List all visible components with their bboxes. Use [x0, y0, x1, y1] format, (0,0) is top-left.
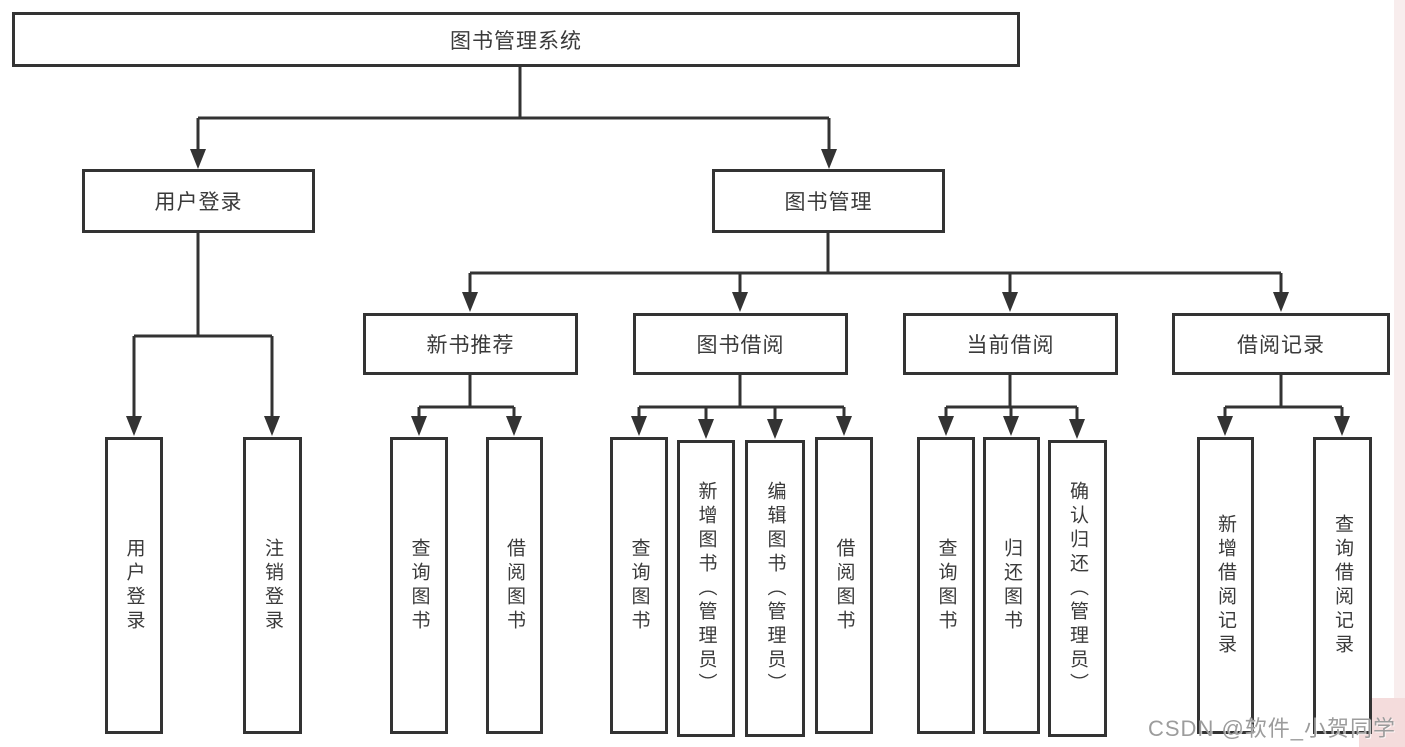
node-label: 借阅记录: [1237, 334, 1325, 357]
node-label: 新增借阅记录: [1215, 513, 1236, 658]
node-label: 用户登录: [154, 191, 243, 214]
leaf-logout: 注销登录: [243, 437, 302, 734]
node-label: 新增图书（管理员）: [695, 480, 717, 697]
node-label: 用户登录: [123, 537, 145, 634]
node-label: 查询图书: [408, 537, 430, 634]
leaf-query-books-borrow: 查询图书: [610, 437, 668, 734]
node-label: 借阅图书: [504, 537, 525, 634]
leaf-edit-books-admin: 编辑图书（管理员）: [745, 440, 805, 737]
node-label: 查询借阅记录: [1332, 513, 1353, 658]
node-label: 借阅图书: [833, 537, 855, 634]
node-label: 新书推荐: [426, 334, 515, 357]
node-label: 查询图书: [628, 537, 650, 634]
leaf-return-books: 归还图书: [983, 437, 1040, 734]
node-label: 图书管理系统: [450, 29, 582, 53]
right-edge-tint: [1394, 0, 1405, 747]
node-label: 确认归还（管理员）: [1067, 480, 1088, 697]
leaf-query-borrow-record: 查询借阅记录: [1313, 437, 1372, 734]
node-label: 注销登录: [262, 537, 283, 634]
node-book-borrow: 图书借阅: [633, 313, 848, 375]
arrowheads: [126, 149, 1350, 439]
leaf-confirm-return-admin: 确认归还（管理员）: [1048, 440, 1107, 737]
leaf-query-books-recommend: 查询图书: [390, 437, 448, 734]
node-book-management: 图书管理: [712, 169, 945, 233]
node-label: 图书管理: [784, 191, 873, 214]
node-current-borrow: 当前借阅: [903, 313, 1118, 375]
node-borrow-records: 借阅记录: [1172, 313, 1390, 375]
csdn-watermark: CSDN @软件_小贺同学: [1148, 716, 1397, 741]
leaf-add-borrow-record: 新增借阅记录: [1197, 437, 1254, 734]
node-label: 编辑图书（管理员）: [764, 480, 786, 697]
leaf-query-books-current: 查询图书: [917, 437, 975, 734]
node-user-login-branch: 用户登录: [82, 169, 315, 233]
node-label: 归还图书: [1001, 537, 1022, 634]
node-label: 查询图书: [935, 537, 957, 634]
leaf-borrow-books: 借阅图书: [815, 437, 873, 734]
node-new-book-recommend: 新书推荐: [363, 313, 578, 375]
leaf-borrow-books-recommend: 借阅图书: [486, 437, 543, 734]
node-label: 当前借阅: [966, 334, 1055, 357]
leaf-add-books-admin: 新增图书（管理员）: [677, 440, 735, 737]
node-label: 图书借阅: [696, 334, 785, 357]
node-library-management-system: 图书管理系统: [12, 12, 1020, 67]
leaf-user-login: 用户登录: [105, 437, 163, 734]
